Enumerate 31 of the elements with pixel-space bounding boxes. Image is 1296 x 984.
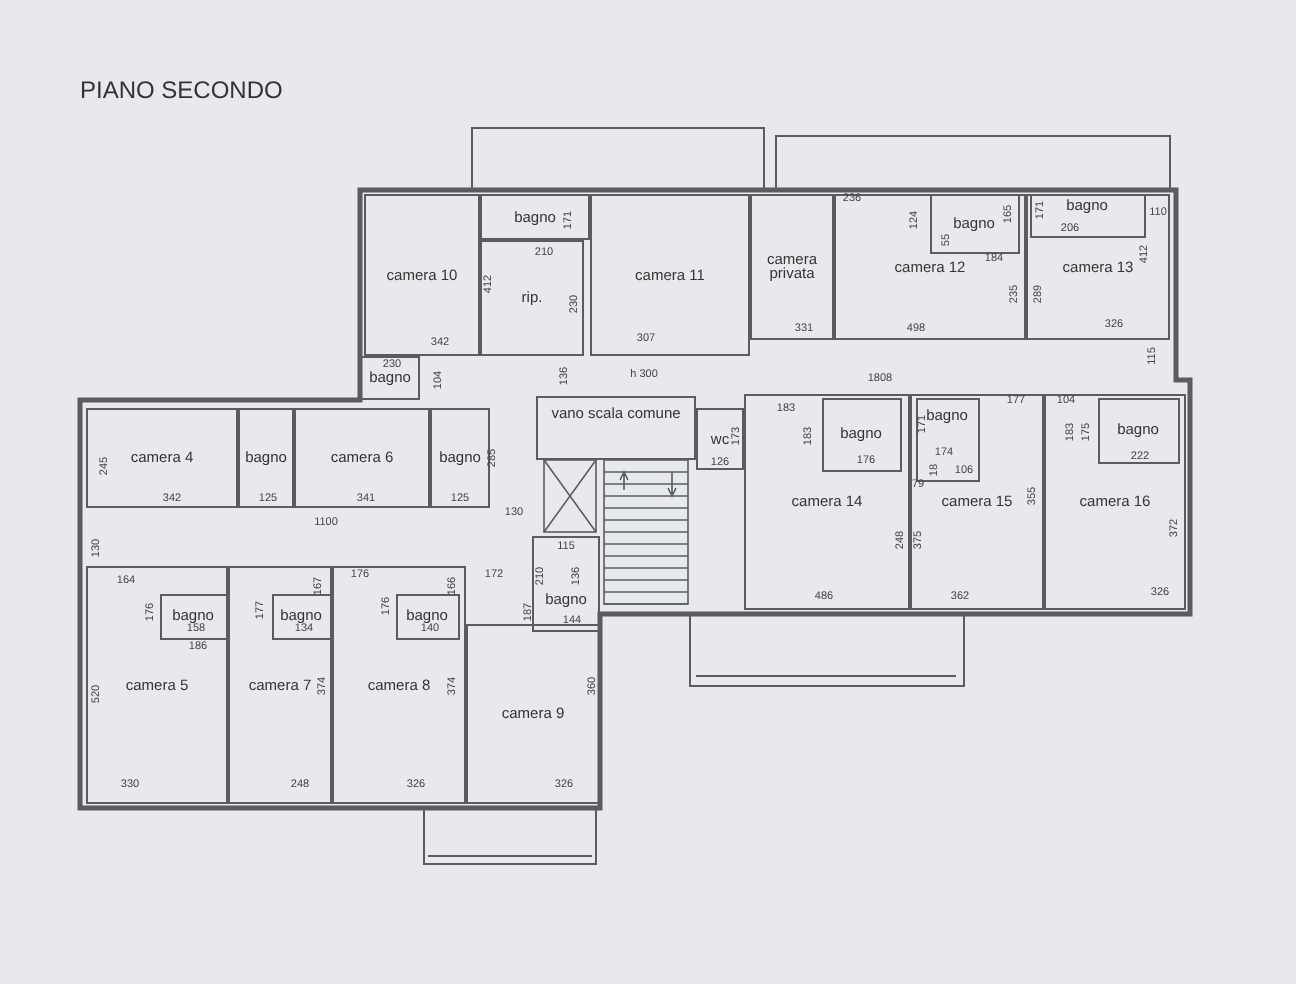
room-outline <box>1097 397 1179 463</box>
room-outline <box>480 240 584 356</box>
room-outline <box>590 194 750 356</box>
room-outline <box>430 408 490 508</box>
room-outline <box>750 194 834 340</box>
room-outline <box>744 394 910 610</box>
room-outline <box>238 408 294 508</box>
room-outline <box>360 356 420 400</box>
plan-title: PIANO SECONDO <box>80 76 283 104</box>
room-outline <box>834 194 1026 340</box>
room-outline <box>294 408 430 508</box>
room-outline <box>1026 194 1170 340</box>
room-outline <box>536 396 696 460</box>
room-outline <box>332 566 466 804</box>
room-outline <box>364 194 480 356</box>
room-outline <box>910 394 1044 610</box>
room-outline <box>821 397 901 471</box>
room-outline <box>1029 193 1145 237</box>
room-outline <box>466 624 600 804</box>
room-outline <box>929 193 1019 253</box>
room-outline <box>86 566 228 804</box>
room-outline <box>696 408 744 470</box>
room-outline <box>228 566 332 804</box>
room-outline <box>915 397 979 481</box>
room-outline <box>532 536 600 632</box>
room-outline <box>86 408 238 508</box>
room-outline <box>159 593 227 639</box>
room-outline <box>480 194 590 240</box>
room-outline <box>271 593 331 639</box>
room-outline <box>395 593 459 639</box>
room-outline <box>1044 394 1186 610</box>
